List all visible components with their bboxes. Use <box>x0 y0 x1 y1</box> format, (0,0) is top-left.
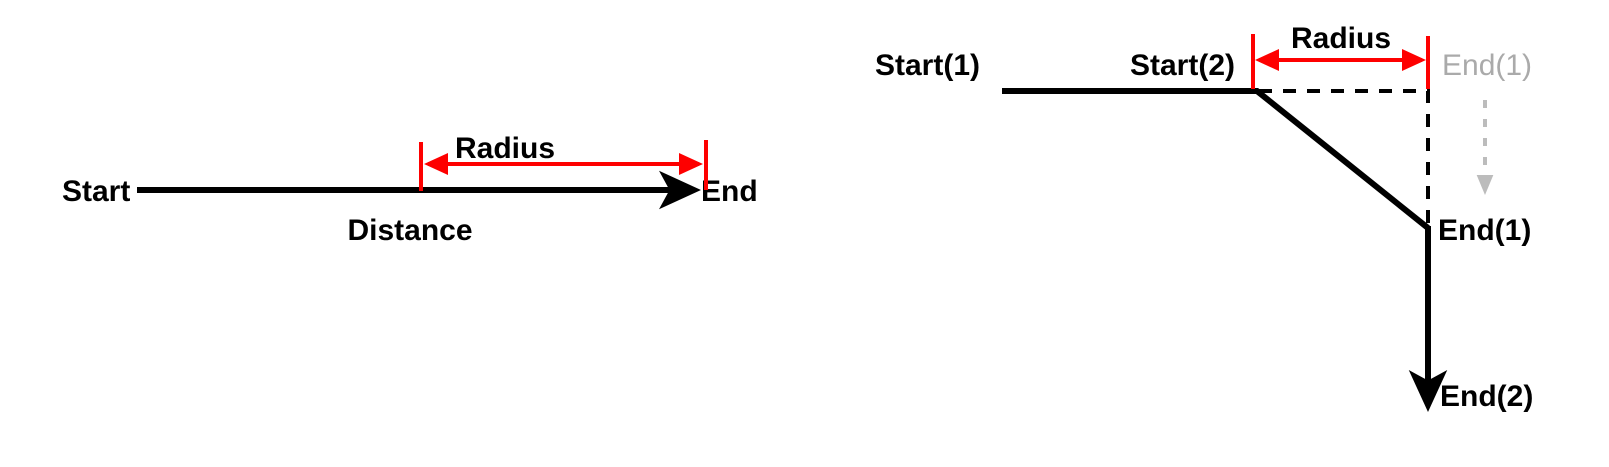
end-1-label: End(1) <box>1438 214 1531 247</box>
original-path-outline <box>1259 89 1430 226</box>
right-panel: Start(1) Start(2) End(1) Radius End(1) E… <box>875 22 1533 413</box>
end-1-ghost-label: End(1) <box>1442 49 1532 82</box>
radius-label: Radius <box>455 132 555 165</box>
distance-label: Distance <box>347 214 472 247</box>
left-panel: Start End Radius Distance <box>62 132 758 247</box>
radius-label: Radius <box>1291 22 1391 55</box>
start-label: Start <box>62 175 130 208</box>
path-polyline-upper <box>1002 88 1430 231</box>
start-1-label: Start(1) <box>875 49 980 82</box>
end-2-label: End(2) <box>1440 380 1533 413</box>
end-label: End <box>701 175 758 208</box>
start-2-label: Start(2) <box>1130 49 1235 82</box>
